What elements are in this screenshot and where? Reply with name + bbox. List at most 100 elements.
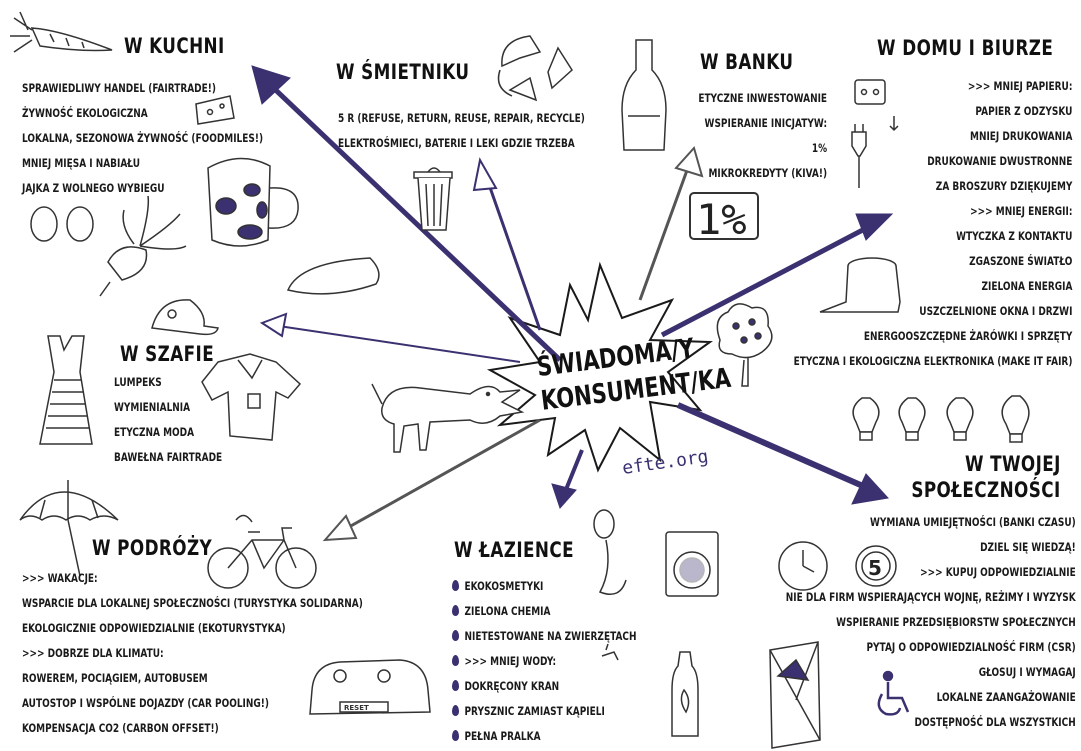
arrowhead-bank	[674, 145, 704, 178]
list-item: MNIEJ DRUKOWANIA	[969, 129, 1072, 143]
heading-podroze: W PODRÓŻY	[92, 536, 213, 560]
list-item: 1%	[811, 141, 827, 155]
list-item: DZIEL SIĘ WIEDZĄ!	[980, 540, 1076, 554]
tree-icon	[716, 303, 773, 387]
list-item: ZIELONA CHEMIA	[452, 599, 637, 624]
carrot-icon	[10, 11, 113, 53]
list-item: DOSTĘPNOŚĆ DLA WSZYSTKICH	[914, 715, 1076, 729]
list-item: ENERGOOSZCZĘDNE ŻARÓWKI I SPRZĘTY	[863, 329, 1072, 343]
shirt-icon	[201, 353, 302, 441]
list-smietnik: 5 R (REFUSE, RETURN, REUSE, REPAIR, RECY…	[338, 106, 585, 156]
list-dom: >>> MNIEJ PAPIERU: PAPIER Z ODZYSKU MNIE…	[793, 74, 1072, 374]
plug-icon	[851, 116, 899, 188]
arrows	[251, 65, 894, 542]
list-item: ŻYWNOŚĆ EKOLOGICZNA	[22, 106, 148, 120]
water-drop-icon	[452, 630, 460, 641]
list-szafa: LUMPEKS WYMIENIALNIA ETYCZNA MODA BAWEŁN…	[114, 370, 222, 470]
list-item: >>> KUPUJ ODPOWIEDZIALNIE	[920, 565, 1076, 579]
dog-icon	[371, 383, 525, 453]
list-item: DRUKOWANIE DWUSTRONNE	[926, 154, 1072, 168]
list-item: LOKALNE ZAANGAŻOWANIE	[936, 690, 1076, 704]
water-drop-icon	[452, 655, 460, 666]
arrowhead-podroze	[322, 514, 358, 542]
list-item: DOKRĘCONY KRAN	[452, 674, 637, 699]
list-item: WSPIERANIE INICJATYW:	[704, 116, 827, 130]
list-bank: ETYCZNE INWESTOWANIE WSPIERANIE INICJATY…	[698, 86, 827, 186]
list-item: NIETESTOWANE NA ZWIERZĘTACH	[452, 624, 637, 649]
wheelchair-icon	[877, 670, 910, 716]
list-item: WSPARCIE DLA LOKALNEJ SPOŁECZNOŚCI (TURY…	[22, 596, 363, 610]
list-item: WTYCZKA Z KONTAKTU	[955, 229, 1072, 243]
list-item: JAJKA Z WOLNEGO WYBIEGU	[22, 181, 165, 195]
list-item: MIKROKREDYTY (KIVA!)	[708, 166, 827, 180]
list-item: >>> DOBRZE DLA KLIMATU:	[22, 646, 164, 660]
list-item: >>> MNIEJ WODY:	[452, 649, 637, 674]
list-item: KOMPENSACJA CO2 (CARBON OFFSET!)	[22, 721, 219, 735]
percent-badge-icon	[689, 192, 759, 240]
list-item: ZA BROSZURY DZIĘKUJEMY	[935, 179, 1072, 193]
arrowhead-kuchnia	[251, 65, 291, 105]
list-item: MNIEJ MIĘSA I NABIAŁU	[22, 156, 141, 170]
list-item: EKOLOGICZNIE ODPOWIEDZIALNIE (EKOTURYSTY…	[22, 621, 286, 635]
bicycle-icon	[207, 514, 317, 589]
list-item: WSPIERANIE PRZEDSIĘBIORSTW SPOŁECZNYCH	[836, 615, 1076, 629]
tree-stump-icon	[819, 257, 901, 313]
heading-lazienka: W ŁAZIENCE	[454, 538, 574, 562]
list-item: NIE DLA FIRM WSPIERAJĄCYCH WOJNĘ, REŻIMY…	[786, 590, 1076, 604]
bread-icon	[286, 257, 380, 295]
shower-head-icon	[593, 509, 627, 595]
heading-bank: W BANKU	[700, 50, 794, 74]
heading-kuchnia: W KUCHNI	[124, 34, 225, 58]
faucet-icon	[601, 643, 619, 661]
dress-icon	[39, 335, 93, 445]
list-item: >>> MNIEJ PAPIERU:	[967, 79, 1072, 93]
starburst-shape	[486, 261, 713, 473]
heading-spolecznosc-1: W TWOJEJ	[965, 452, 1061, 476]
car-icon	[309, 659, 431, 715]
heading-dom: W DOMU I BIURZE	[876, 36, 1053, 60]
list-item: PEŁNA PRALKA	[452, 724, 637, 749]
list-item: BAWEŁNA FAIRTRADE	[114, 450, 223, 464]
list-item: ETYCZNA MODA	[114, 425, 195, 439]
list-item: PAPIER Z ODZYSKU	[974, 104, 1072, 118]
list-item: ETYCZNE INWESTOWANIE	[698, 91, 827, 105]
bottle-soap-icon	[671, 651, 699, 737]
list-item: AUTOSTOP I WSPÓLNE DOJAZDY (CAR POOLING!…	[22, 696, 269, 710]
list-item: EKOKOSMETYKI	[452, 574, 637, 599]
list-item: ETYCZNA I EKOLOGICZNA ELEKTRONIKA (MAKE …	[793, 354, 1072, 368]
water-drop-icon	[452, 705, 460, 716]
list-spolecznosc: WYMIANA UMIEJĘTNOŚCI (BANKI CZASU) DZIEL…	[786, 510, 1076, 735]
percent-badge-text: 1%	[696, 195, 747, 244]
heading-szafa: W SZAFIE	[120, 342, 215, 366]
list-item: GŁOSUJ I WYMAGAJ	[978, 665, 1076, 679]
socket-icon	[854, 79, 886, 105]
cap-icon	[151, 299, 219, 336]
heading-spolecznosc-2: SPOŁECZNOŚCI	[911, 478, 1061, 502]
list-item: ZIELONA ENERGIA	[981, 279, 1072, 293]
list-item: ELEKTROŚMIECI, BATERIE I LEKI GDZIE TRZE…	[338, 136, 575, 150]
list-item: WYMIENIALNIA	[114, 400, 191, 414]
water-drop-icon	[452, 680, 460, 691]
bottle-icon	[621, 39, 667, 151]
list-podroze: >>> WAKACJE: WSPARCIE DLA LOKALNEJ SPOŁE…	[22, 566, 363, 741]
list-item: USZCZELNIONE OKNA I DRZWI	[918, 304, 1072, 318]
cheese-icon	[195, 95, 235, 125]
list-item: >>> MNIEJ ENERGII:	[969, 204, 1072, 218]
eggs-icon	[30, 206, 94, 242]
washing-machine-icon	[665, 531, 719, 597]
recycle-icon	[497, 35, 573, 102]
arrowhead-szafa	[259, 312, 288, 338]
arrowhead-lazienka	[551, 483, 577, 509]
water-drop-icon	[452, 605, 460, 616]
list-item: LUMPEKS	[114, 375, 162, 389]
heading-smietnik: W ŚMIETNIKU	[336, 60, 470, 84]
list-item: PRYSZNIC ZAMIAST KĄPIELI	[452, 699, 637, 724]
list-item: SPRAWIEDLIWY HANDEL (FAIRTRADE!)	[22, 81, 216, 95]
list-item: ZGASZONE ŚWIATŁO	[968, 254, 1072, 268]
water-drop-icon	[452, 580, 460, 591]
mug-icon	[207, 157, 299, 247]
list-item: >>> WAKACJE:	[22, 571, 98, 585]
arrowhead-smietnik	[472, 157, 498, 192]
list-kuchnia: SPRAWIEDLIWY HANDEL (FAIRTRADE!) ŻYWNOŚĆ…	[22, 76, 263, 201]
